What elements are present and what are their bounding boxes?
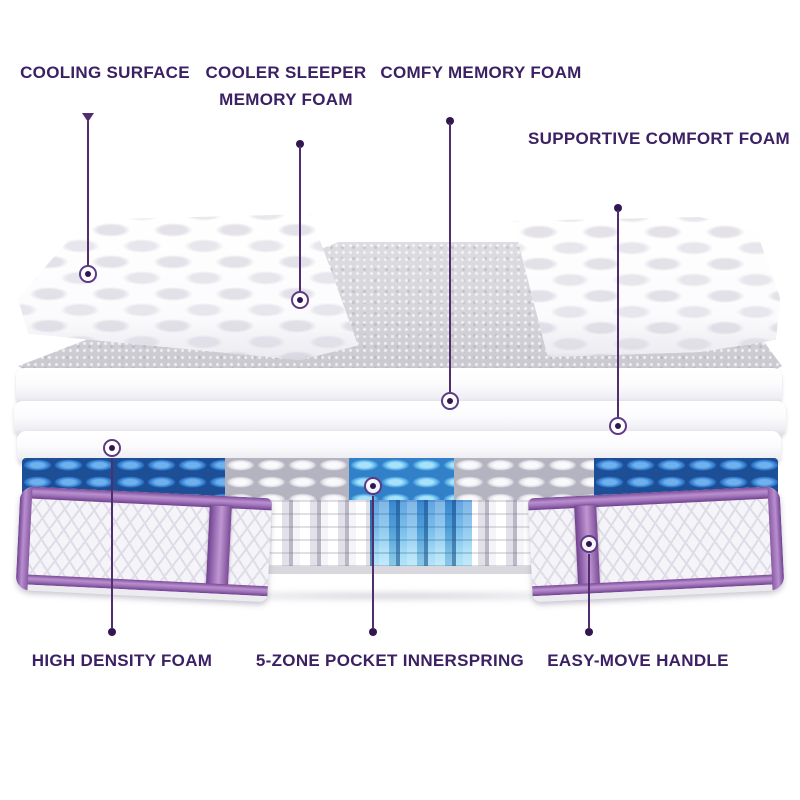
arrow-down-icon bbox=[82, 113, 94, 122]
line-end-dot-icon bbox=[614, 204, 622, 212]
mattress-base-strip bbox=[54, 566, 746, 574]
cooling-surface-flap-left bbox=[18, 214, 358, 360]
target-marker-icon bbox=[580, 535, 598, 553]
line-end-dot-icon bbox=[296, 140, 304, 148]
side-panel-right bbox=[527, 486, 785, 603]
callout-line-cooler-sleeper bbox=[299, 146, 301, 292]
callout-line-cooling-surface bbox=[87, 121, 89, 265]
line-end-dot-icon bbox=[108, 628, 116, 636]
callout-label-supportive-comfort-foam: SUPPORTIVE COMFORT FOAM bbox=[528, 129, 790, 148]
comfy-memory-foam-layer bbox=[16, 368, 782, 406]
callout-line-comfy-memory-foam bbox=[449, 123, 451, 392]
callout-label-high-density-foam: HIGH DENSITY FOAM bbox=[31, 651, 213, 670]
callout-line-high-density-foam bbox=[111, 458, 113, 628]
coil-front-view bbox=[263, 500, 541, 570]
callout-label-comfy-memory-foam: COMFY MEMORY FOAM bbox=[380, 63, 582, 82]
callout-line-supportive-comfort-foam bbox=[617, 210, 619, 417]
target-marker-icon bbox=[291, 291, 309, 309]
callout-label-easy-move-handle: EASY-MOVE HANDLE bbox=[547, 651, 729, 670]
callout-line-easy-move-handle bbox=[588, 554, 590, 628]
line-end-dot-icon bbox=[369, 628, 377, 636]
callout-label-cooler-sleeper-memory-foam: COOLER SLEEPER MEMORY FOAM bbox=[205, 63, 367, 109]
callout-label-five-zone-pocket-innerspring: 5-ZONE POCKET INNERSPRING bbox=[255, 651, 525, 670]
handle-strap-left bbox=[205, 505, 232, 591]
line-end-dot-icon bbox=[446, 117, 454, 125]
target-marker-icon bbox=[103, 439, 121, 457]
target-marker-icon bbox=[441, 392, 459, 410]
side-panel-left bbox=[15, 486, 273, 603]
callout-line-five-zone-pocket-innerspring bbox=[372, 496, 374, 628]
target-marker-icon bbox=[79, 265, 97, 283]
cooling-surface-flap-right bbox=[512, 216, 780, 358]
callout-label-cooling-surface: COOLING SURFACE bbox=[20, 63, 190, 82]
pocket-innerspring-unit bbox=[15, 456, 785, 603]
line-end-dot-icon bbox=[585, 628, 593, 636]
coil-front-blue-zone bbox=[370, 500, 472, 570]
target-marker-icon bbox=[609, 417, 627, 435]
target-marker-icon bbox=[364, 477, 382, 495]
